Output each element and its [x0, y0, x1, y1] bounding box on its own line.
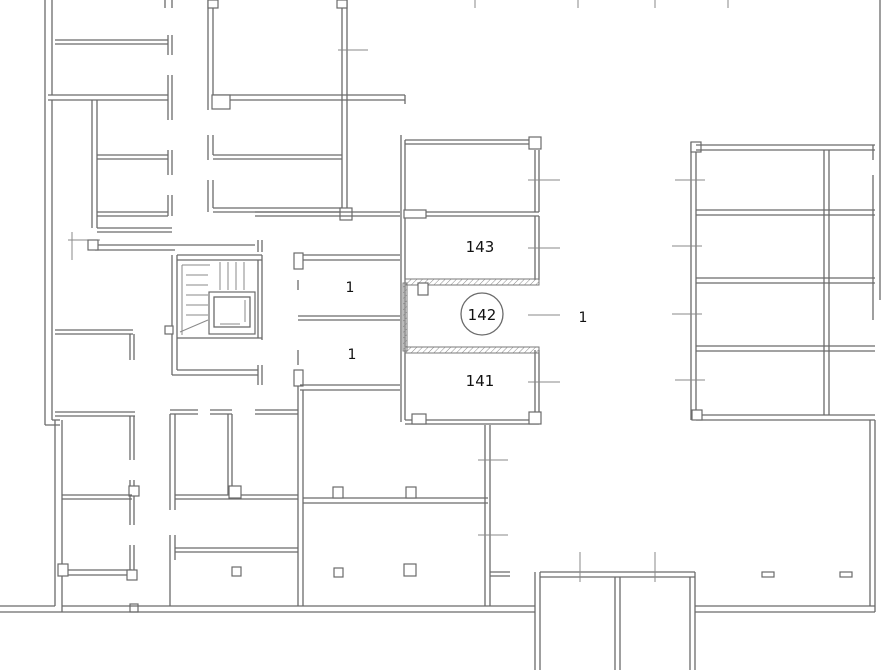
- office-block-northwest: [48, 0, 255, 260]
- office-block-east: [672, 141, 875, 421]
- room-label-lobby-upper: 1: [346, 280, 355, 296]
- room-label-141: 141: [466, 372, 495, 390]
- office-block-west: [55, 329, 140, 613]
- office-block-south: [169, 409, 298, 606]
- service-rooms-south: [303, 425, 510, 606]
- north-edge-marks: [474, 0, 881, 300]
- rooms-141-143-block: [400, 135, 560, 425]
- exterior-wall-west: [0, 0, 63, 613]
- room-label-lobby-lower: 1: [348, 347, 357, 363]
- lobby-rooms: [293, 252, 400, 606]
- office-block-north: [207, 0, 406, 221]
- room-label-corridor: 1: [579, 310, 588, 326]
- room-label-143: 143: [466, 238, 495, 256]
- stair-elevator-core: [164, 240, 263, 385]
- room-label-142: 142: [468, 306, 497, 324]
- exterior-wall-south: [62, 420, 876, 670]
